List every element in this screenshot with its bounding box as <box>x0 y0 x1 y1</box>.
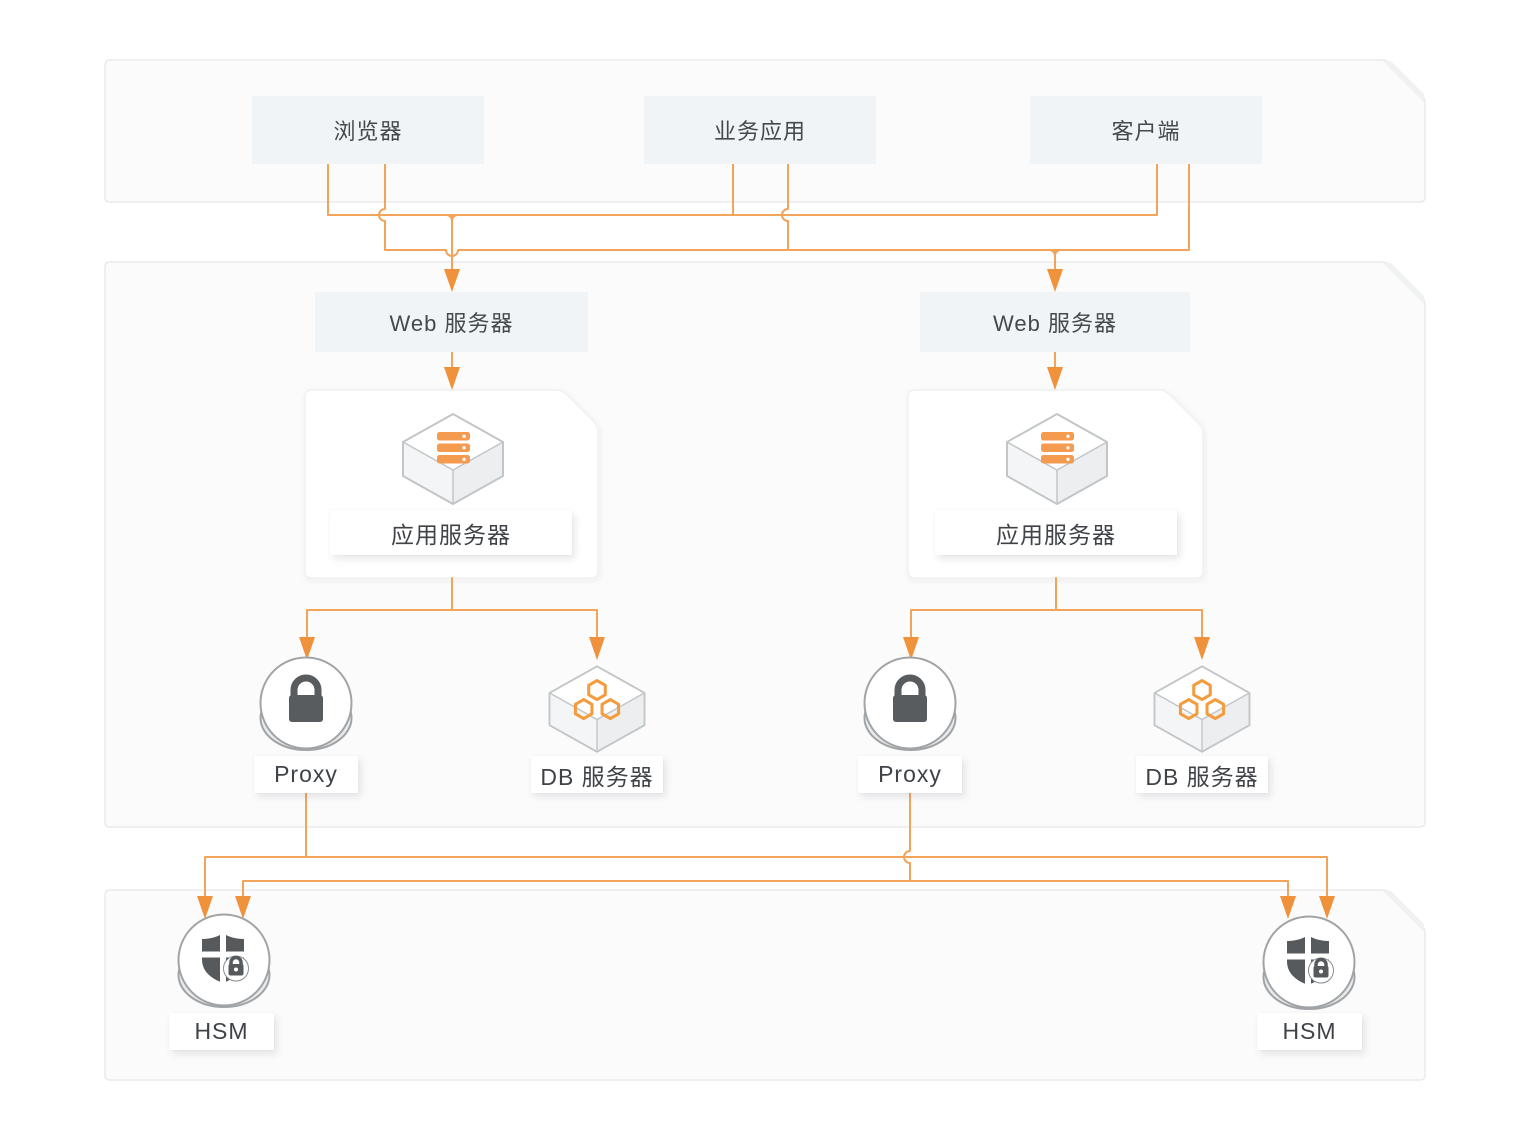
app-split-left <box>306 577 598 638</box>
proxy-icon <box>863 656 957 751</box>
node-web-server-left: Web 服务器 <box>315 292 588 352</box>
connector-lines <box>204 163 1328 897</box>
label-app-server-left: 应用服务器 <box>330 510 572 555</box>
proxy-icon <box>259 656 353 751</box>
label-hsm-right: HSM <box>1257 1013 1362 1050</box>
hsm-zone-container <box>104 889 1426 1081</box>
upper-client-bus <box>327 163 1158 216</box>
corner-fold <box>1383 263 1424 304</box>
lower-client-bus <box>378 163 1190 257</box>
business-app-drop-2 <box>781 163 789 251</box>
label-hsm-left: HSM <box>169 1013 274 1050</box>
web-left-drop <box>446 214 458 271</box>
node-browser: 浏览器 <box>252 96 484 164</box>
proxy-right-bus <box>242 791 1289 897</box>
label-db-server-left: DB 服务器 <box>531 756 663 793</box>
web-right-drop <box>1049 249 1061 271</box>
node-web-server-right: Web 服务器 <box>920 292 1190 352</box>
proxy-left-bus <box>204 791 1328 897</box>
node-business-app: 业务应用 <box>644 96 876 164</box>
node-client: 客户端 <box>1030 96 1262 164</box>
hsm-icon <box>1262 915 1356 1010</box>
label-db-server-right: DB 服务器 <box>1136 756 1268 793</box>
corner-fold <box>1383 891 1424 932</box>
app-split-right <box>910 577 1203 638</box>
corner-fold <box>1383 61 1424 102</box>
label-app-server-right: 应用服务器 <box>935 510 1177 555</box>
hsm-icon <box>177 913 271 1008</box>
label-proxy-right: Proxy <box>858 756 962 793</box>
label-proxy-left: Proxy <box>254 756 358 793</box>
